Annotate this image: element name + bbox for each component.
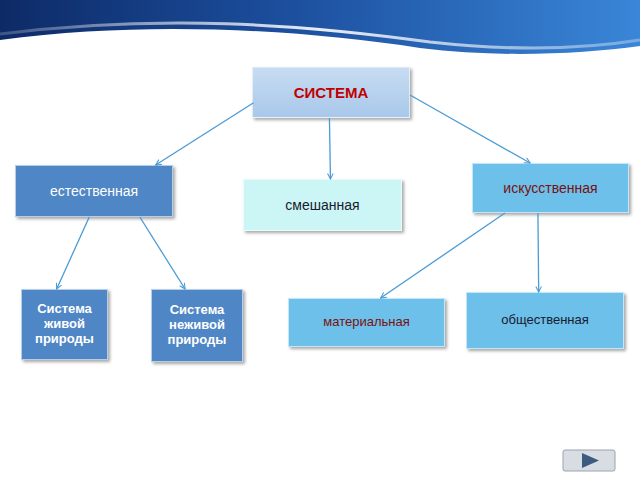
arrow-connector [329, 118, 330, 179]
subcategory-box: материальная [288, 298, 445, 347]
node-label: смешанная [285, 197, 359, 213]
category-box: смешанная [243, 179, 402, 231]
node-label: СИСТЕМА [294, 84, 369, 101]
subcategory-box: Система неживой природы [151, 289, 243, 362]
root-box: СИСТЕМА [252, 67, 410, 118]
node-label: материальная [323, 315, 409, 330]
node-label: искусственная [503, 180, 597, 196]
subcategory-box: Система живой природы [21, 289, 108, 360]
node-label: Система неживой природы [156, 303, 238, 348]
arrow-connector [140, 217, 185, 289]
header-banner [0, 0, 640, 62]
category-box: искусственная [472, 163, 629, 213]
node-label: Система живой природы [26, 302, 103, 347]
node-label: естественная [50, 183, 138, 199]
category-box: естественная [15, 165, 173, 217]
arrow-connector [410, 95, 530, 163]
arrow-connector [381, 213, 505, 298]
arrow-connector [156, 103, 254, 165]
node-label: общественная [501, 313, 589, 328]
subcategory-box: общественная [466, 292, 624, 349]
arrow-connector [57, 217, 90, 289]
arrow-connector [537, 213, 539, 292]
